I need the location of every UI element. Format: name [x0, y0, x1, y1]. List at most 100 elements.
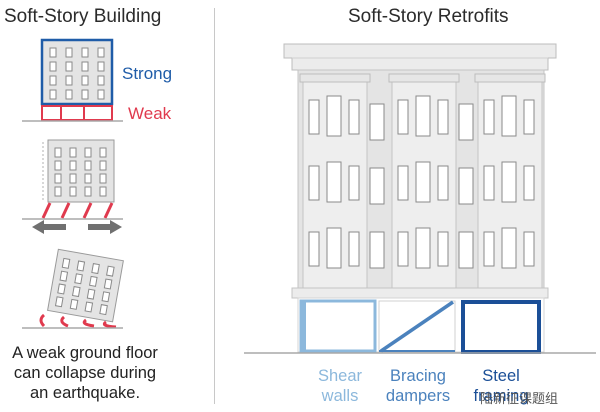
window: [369, 103, 385, 141]
window: [523, 231, 535, 267]
window: [61, 257, 71, 269]
crushed-column: [39, 313, 46, 328]
window: [99, 147, 107, 158]
window: [397, 165, 409, 201]
window: [81, 61, 89, 72]
window: [99, 186, 107, 197]
window: [97, 75, 105, 86]
window: [81, 75, 89, 86]
weak-label: Weak: [128, 104, 172, 123]
bracing-label-line-1: Bracing: [390, 367, 446, 385]
intact-building: [22, 38, 123, 122]
window: [89, 275, 98, 287]
window: [81, 89, 89, 100]
window: [308, 165, 320, 201]
shear-walls-label: Shear walls: [305, 366, 375, 406]
window: [523, 99, 535, 135]
window: [97, 47, 105, 58]
steel-framing-label: Steel framing: [464, 366, 538, 406]
swaying-building-windows: [54, 147, 107, 197]
window: [348, 231, 360, 267]
window: [458, 167, 474, 205]
window: [437, 165, 449, 201]
steel-frame: [461, 300, 541, 354]
right-arrow-icon: [88, 220, 122, 234]
tilted-column: [60, 202, 71, 219]
weak-ground-floor: [41, 105, 113, 121]
strong-label: Strong: [122, 64, 173, 83]
window: [54, 296, 64, 308]
bay-cap: [299, 73, 371, 83]
window: [54, 186, 62, 197]
window: [458, 103, 474, 141]
window: [54, 147, 62, 158]
window: [369, 167, 385, 205]
crushed-column: [60, 315, 69, 328]
window: [326, 95, 342, 137]
collapsed-building-windows: [54, 257, 115, 316]
floor-band: [291, 287, 549, 299]
crushed-column: [82, 318, 95, 328]
window: [483, 99, 495, 135]
cornice: [283, 43, 557, 71]
caption-line-2: can collapse during: [13, 364, 157, 382]
window: [54, 173, 62, 184]
window: [69, 173, 77, 184]
window: [99, 160, 107, 171]
window: [437, 99, 449, 135]
window: [49, 61, 57, 72]
window: [369, 231, 385, 269]
window: [49, 47, 57, 58]
crushed-columns: [22, 313, 123, 329]
window: [57, 283, 66, 295]
window: [501, 95, 517, 137]
window: [103, 278, 113, 290]
window: [81, 47, 89, 58]
window: [84, 147, 92, 158]
window: [106, 265, 115, 277]
intact-building-windows: [49, 47, 105, 100]
window: [65, 89, 73, 100]
window: [84, 186, 92, 197]
window: [501, 161, 517, 203]
window: [415, 227, 431, 269]
window: [65, 61, 73, 72]
column-windows: [369, 103, 474, 269]
window: [397, 99, 409, 135]
window: [348, 99, 360, 135]
window: [49, 89, 57, 100]
shear-wall: [299, 299, 377, 353]
window: [415, 161, 431, 203]
window: [483, 231, 495, 267]
soft-story-building-title: Soft-Story Building: [4, 6, 162, 27]
window: [437, 231, 449, 267]
window: [415, 95, 431, 137]
window: [458, 231, 474, 269]
window: [69, 147, 77, 158]
soft-story-retrofits-title: Soft-Story Retrofits: [348, 6, 509, 27]
window: [65, 47, 73, 58]
bracing-damper: [378, 300, 456, 353]
window: [308, 231, 320, 267]
swaying-building: [22, 139, 123, 234]
window: [69, 186, 77, 197]
left-arrow-icon: [32, 220, 66, 234]
bracing-dampers-label: Bracing dampers: [378, 366, 458, 406]
window: [97, 89, 105, 100]
retrofit-building: [244, 43, 596, 354]
tilted-column: [82, 202, 93, 219]
collapsed-building: [47, 248, 124, 323]
window: [483, 165, 495, 201]
window: [65, 75, 73, 86]
window: [84, 301, 94, 313]
window: [74, 273, 83, 285]
caption-line-3: an earthquake.: [29, 384, 141, 402]
window: [348, 165, 360, 201]
watermark: 陆新征课题组: [480, 391, 559, 406]
window: [49, 75, 57, 86]
window: [54, 160, 62, 171]
tilted-column: [103, 202, 114, 219]
window: [101, 291, 111, 303]
window: [326, 161, 342, 203]
